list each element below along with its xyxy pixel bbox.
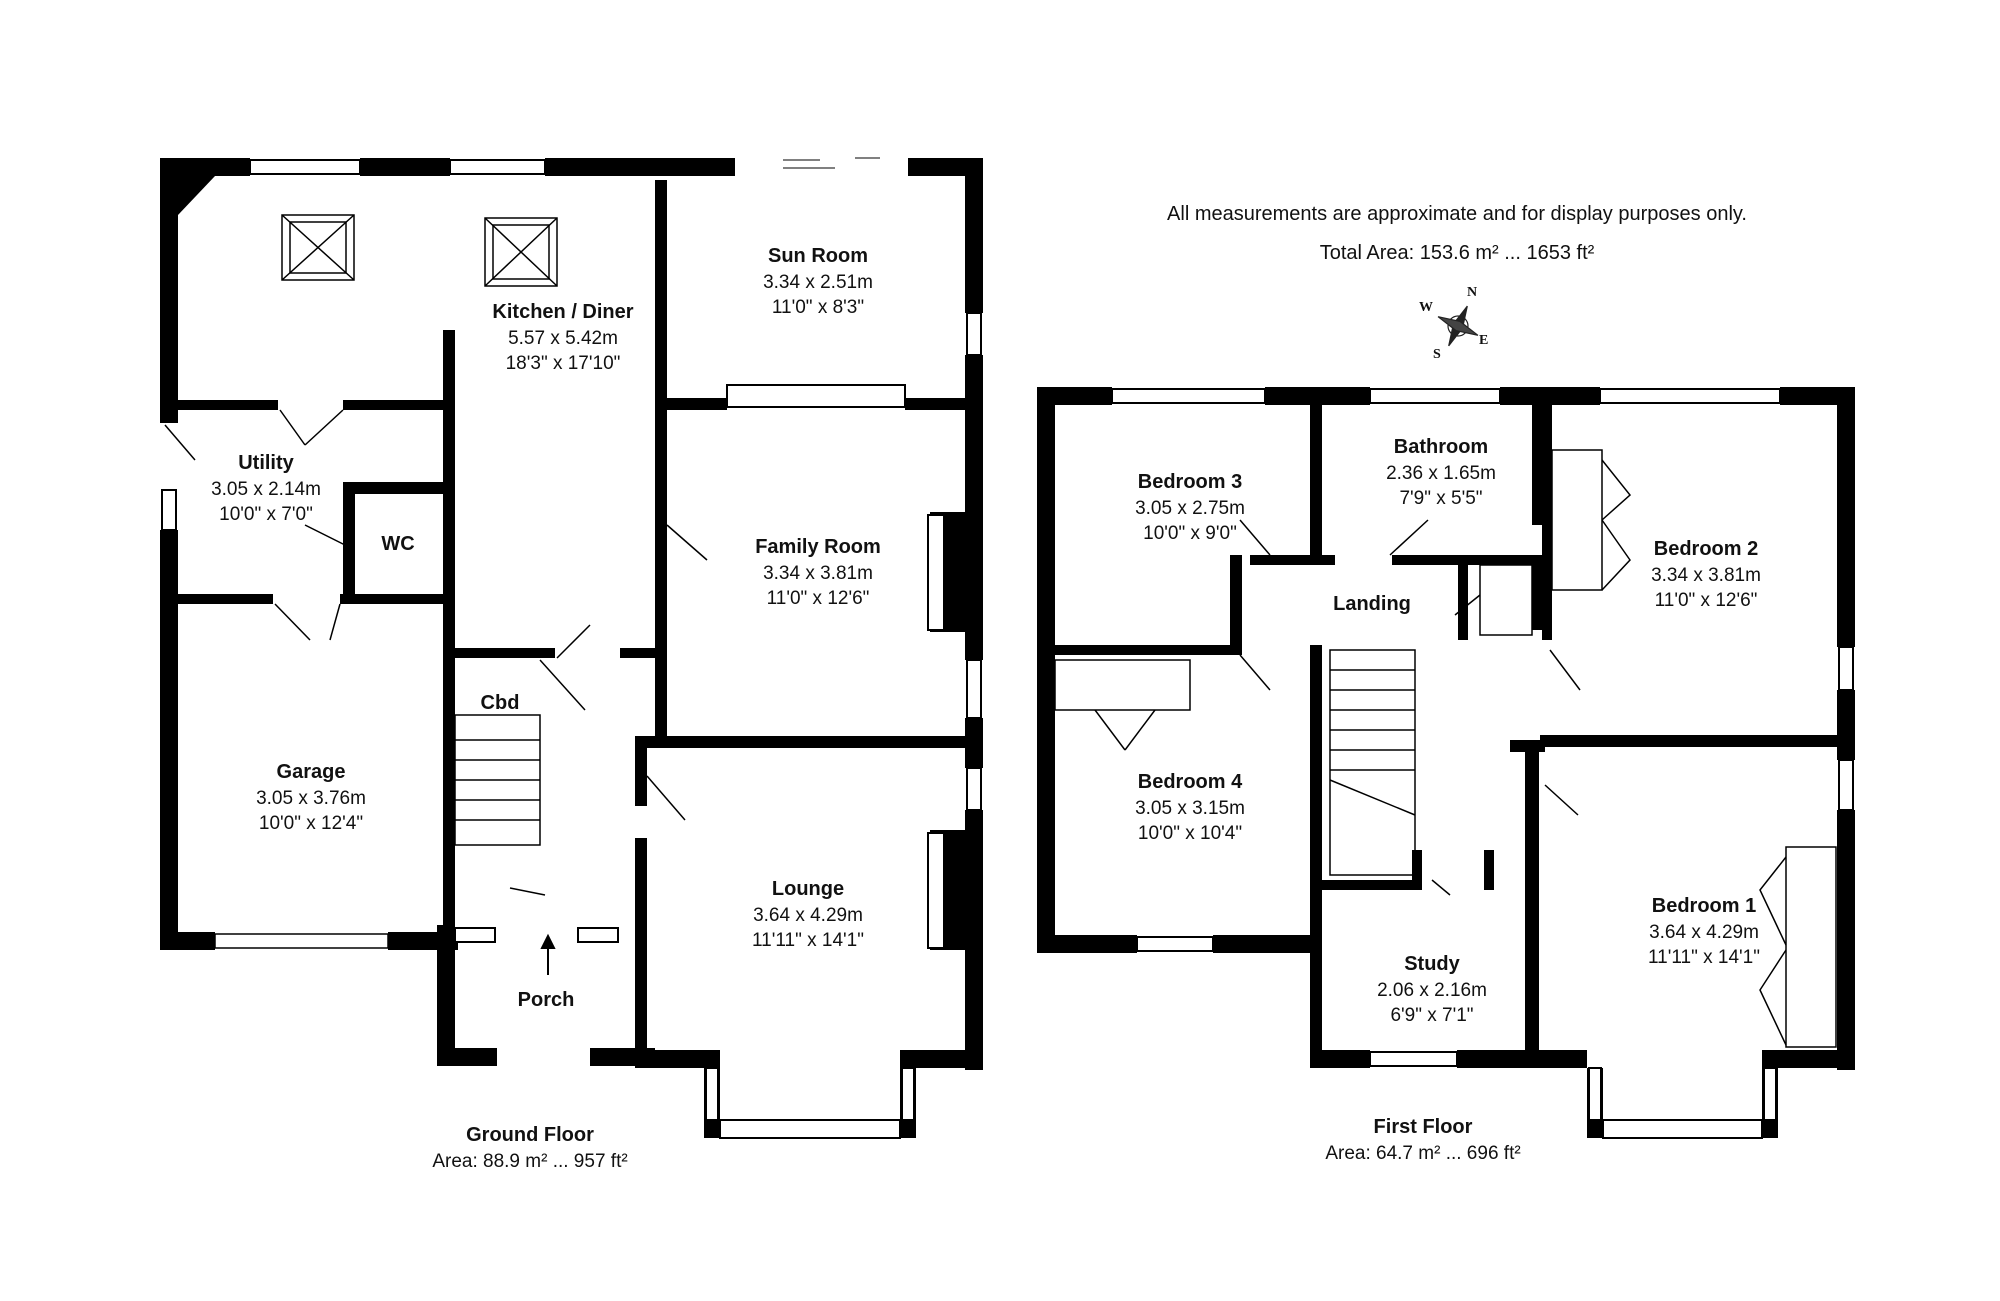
study-metric: 2.06 x 2.16m bbox=[1377, 980, 1487, 1001]
ground-floor-title: Ground Floor bbox=[466, 1124, 594, 1146]
utility-name: Utility bbox=[238, 452, 294, 474]
first-floor-fixtures bbox=[1054, 449, 1837, 1048]
compass-w: W bbox=[1419, 300, 1433, 315]
garage-imperial: 10'0" x 12'4" bbox=[259, 813, 363, 834]
landing-name: Landing bbox=[1333, 593, 1411, 615]
first-floor-staircase bbox=[1329, 649, 1416, 876]
total-area: Total Area: 153.6 m² ... 1653 ft² bbox=[1320, 242, 1595, 264]
lounge-metric: 3.64 x 4.29m bbox=[753, 905, 863, 926]
ground-floor-walls bbox=[160, 158, 983, 1138]
ground-floor-plan bbox=[160, 157, 983, 1139]
wardrobe-bedroom2 bbox=[1551, 449, 1603, 591]
porch-name: Porch bbox=[518, 989, 575, 1011]
kitchen-name: Kitchen / Diner bbox=[492, 301, 633, 323]
bedroom3-metric: 3.05 x 2.75m bbox=[1135, 498, 1245, 519]
compass: N E S W bbox=[1419, 285, 1488, 362]
compass-s: S bbox=[1433, 347, 1441, 362]
sun-room-name: Sun Room bbox=[768, 245, 868, 267]
bedroom3-imperial: 10'0" x 9'0" bbox=[1143, 523, 1237, 544]
bedroom4-name: Bedroom 4 bbox=[1138, 771, 1243, 793]
bedroom2-metric: 3.34 x 3.81m bbox=[1651, 565, 1761, 586]
staircase bbox=[454, 714, 541, 846]
utility-imperial: 10'0" x 7'0" bbox=[219, 504, 313, 525]
first-floor-area: Area: 64.7 m² ... 696 ft² bbox=[1325, 1143, 1520, 1164]
cbd-name: Cbd bbox=[481, 692, 520, 714]
bedroom2-imperial: 11'0" x 12'6" bbox=[1655, 590, 1758, 611]
skylight-right bbox=[484, 217, 558, 287]
airing-cupboard bbox=[1479, 564, 1533, 636]
first-floor-walls bbox=[1037, 387, 1855, 1138]
kitchen-metric: 5.57 x 5.42m bbox=[508, 328, 618, 349]
bedroom2-name: Bedroom 2 bbox=[1654, 538, 1758, 560]
first-floor-plan: N E S W bbox=[1037, 285, 1855, 1139]
ground-floor-windows bbox=[161, 159, 982, 1139]
bathroom-metric: 2.36 x 1.65m bbox=[1386, 463, 1496, 484]
sun-room-imperial: 11'0" x 8'3" bbox=[772, 297, 864, 318]
garage-metric: 3.05 x 3.76m bbox=[256, 788, 366, 809]
garage-name: Garage bbox=[277, 761, 346, 783]
bathroom-name: Bathroom bbox=[1394, 436, 1488, 458]
compass-n: N bbox=[1467, 285, 1477, 300]
wardrobe-bedroom4 bbox=[1054, 659, 1191, 711]
lounge-name: Lounge bbox=[772, 878, 844, 900]
sun-room-metric: 3.34 x 2.51m bbox=[763, 272, 873, 293]
family-room-imperial: 11'0" x 12'6" bbox=[767, 588, 870, 609]
ground-floor-fixtures bbox=[164, 157, 880, 896]
bedroom1-metric: 3.64 x 4.29m bbox=[1649, 922, 1759, 943]
bedroom4-imperial: 10'0" x 10'4" bbox=[1138, 823, 1242, 844]
wardrobe-bedroom1 bbox=[1785, 846, 1837, 1048]
study-name: Study bbox=[1404, 953, 1460, 975]
utility-metric: 3.05 x 2.14m bbox=[211, 479, 321, 500]
bedroom1-imperial: 11'11" x 14'1" bbox=[1648, 947, 1760, 968]
family-room-name: Family Room bbox=[755, 536, 881, 558]
kitchen-imperial: 18'3" x 17'10" bbox=[506, 353, 621, 374]
porch-arrow bbox=[540, 933, 556, 975]
first-floor-windows bbox=[1111, 388, 1854, 1139]
study-imperial: 6'9" x 7'1" bbox=[1390, 1005, 1473, 1026]
bathroom-imperial: 7'9" x 5'5" bbox=[1399, 488, 1482, 509]
disclaimer-note: All measurements are approximate and for… bbox=[1167, 203, 1747, 225]
skylight-left bbox=[281, 214, 355, 281]
bedroom1-name: Bedroom 1 bbox=[1652, 895, 1756, 917]
wc-name: WC bbox=[381, 533, 414, 555]
family-room-metric: 3.34 x 3.81m bbox=[763, 563, 873, 584]
bedroom3-name: Bedroom 3 bbox=[1138, 471, 1242, 493]
bedroom4-metric: 3.05 x 3.15m bbox=[1135, 798, 1245, 819]
ground-floor-area: Area: 88.9 m² ... 957 ft² bbox=[432, 1151, 627, 1172]
first-floor-title: First Floor bbox=[1374, 1116, 1473, 1138]
compass-e: E bbox=[1479, 333, 1488, 348]
lounge-imperial: 11'11" x 14'1" bbox=[752, 930, 864, 951]
